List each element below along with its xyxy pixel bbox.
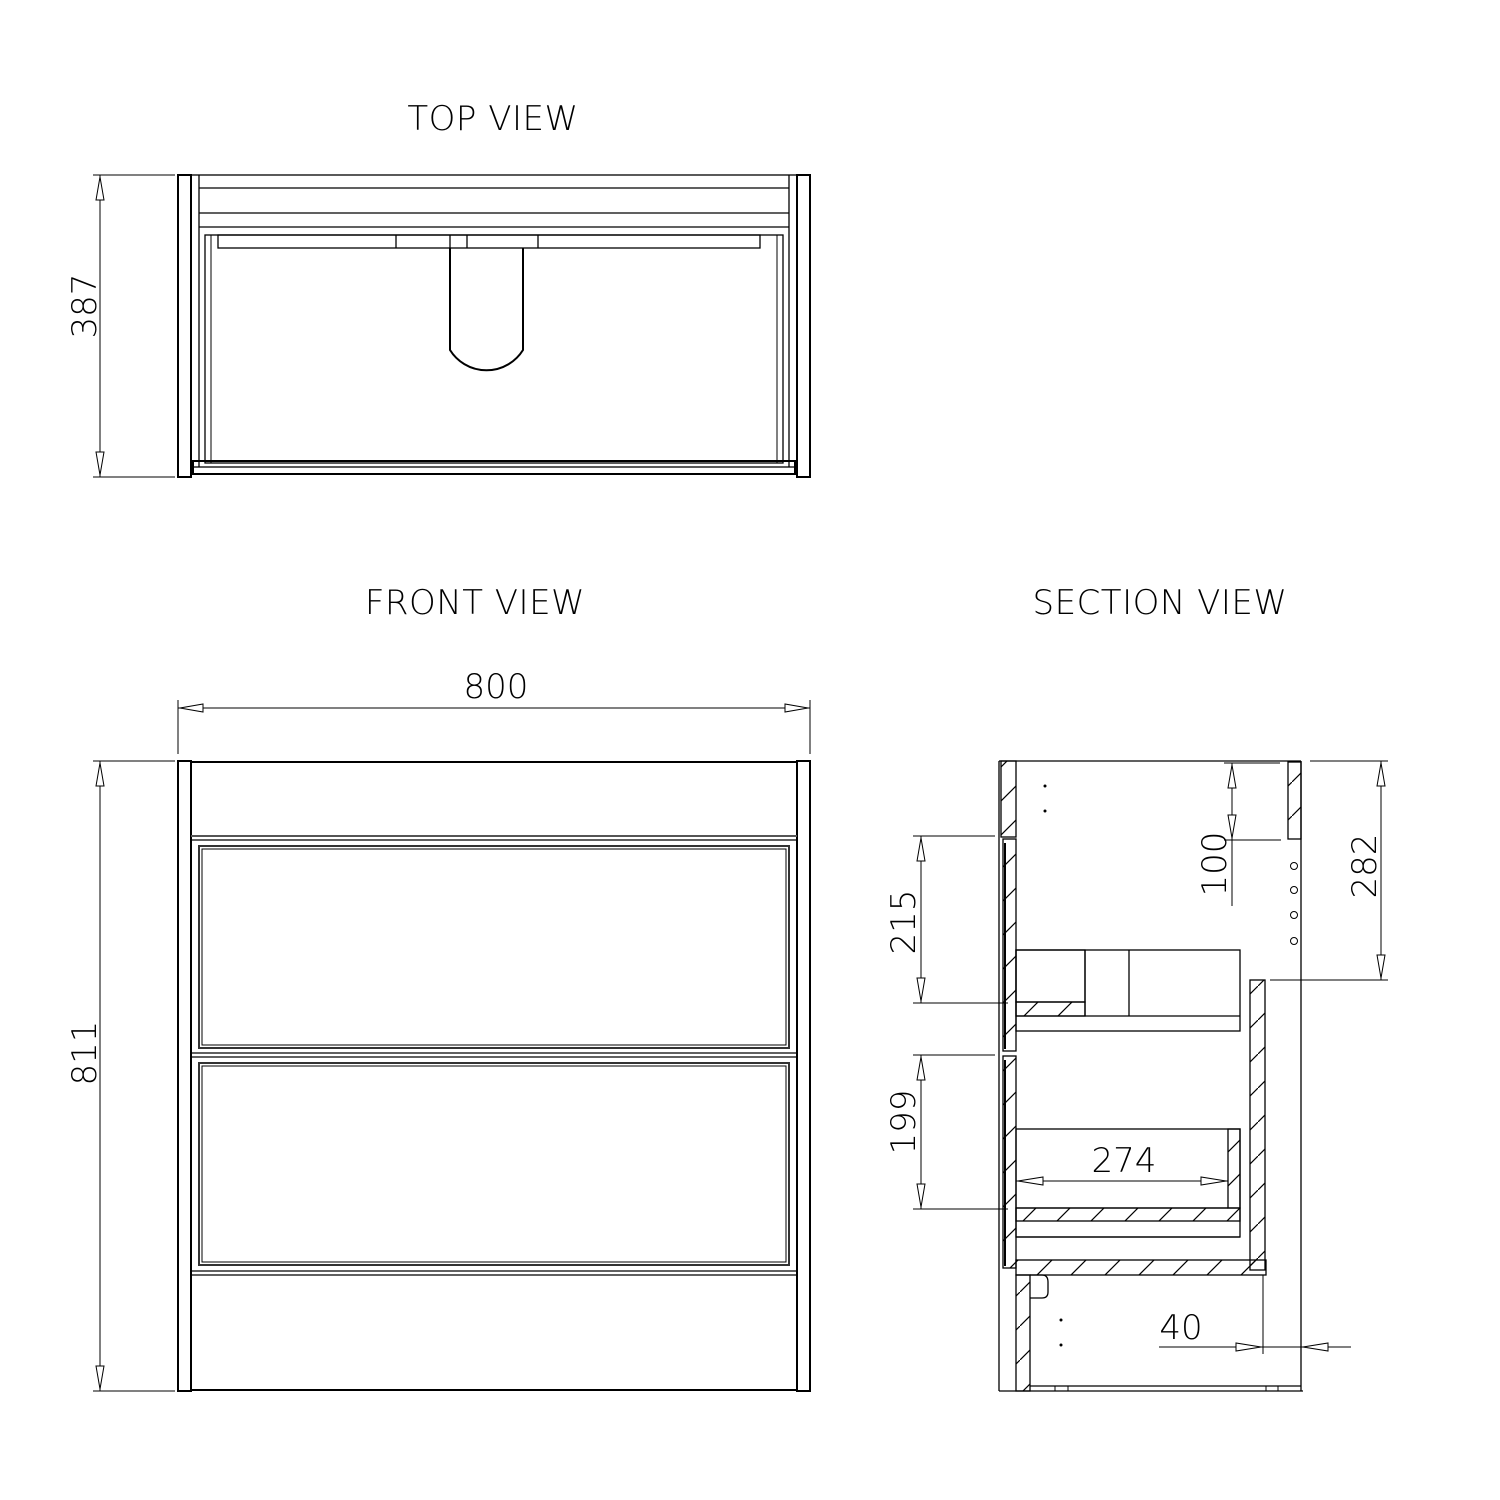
drawer-depth-dimension: 274 [1092, 1141, 1157, 1181]
front-view: FRONT VIEW 800 811 [65, 583, 811, 1392]
top-view: TOP VIEW 387 [65, 99, 811, 478]
back-offset-dimension: 40 [1159, 1308, 1202, 1348]
front-width-dimension: 800 [464, 667, 529, 707]
section-view-title: SECTION VIEW [1033, 583, 1288, 623]
section-view: SECTION VIEW [884, 583, 1388, 1392]
top-rail-dimension: 100 [1195, 832, 1235, 897]
top-depth-dimension: 387 [65, 274, 105, 339]
top-view-title: TOP VIEW [407, 99, 578, 139]
lower-drawer-dimension: 199 [884, 1090, 924, 1155]
clearance-dimension: 282 [1345, 834, 1385, 899]
front-view-title: FRONT VIEW [365, 583, 585, 623]
front-height-dimension: 811 [65, 1021, 105, 1086]
upper-drawer-dimension: 215 [884, 890, 924, 955]
